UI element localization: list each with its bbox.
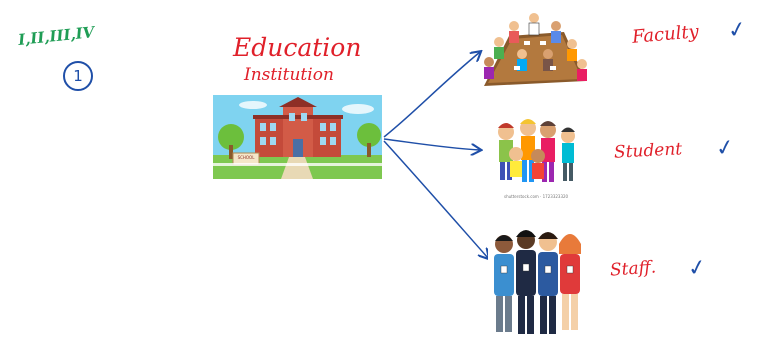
label-staff: Staff. (609, 257, 657, 281)
title-education: Education (233, 33, 362, 62)
arrow-to-staff (383, 140, 488, 258)
image-watermark: shutterstock.com · 1723323320 (504, 194, 569, 199)
circled-number: 1 (63, 61, 93, 91)
arrow-to-student (383, 138, 480, 150)
school-building-image: SCHOOL (213, 95, 382, 179)
title-institution: Institution (244, 65, 334, 85)
staff-group-image (488, 222, 586, 340)
faculty-meeting-image (474, 6, 594, 91)
school-sign-text: SCHOOL (237, 155, 255, 160)
label-student: Student (613, 139, 683, 163)
students-group-image: shutterstock.com · 1723323320 (486, 110, 584, 202)
arrow-to-faculty (383, 52, 480, 138)
